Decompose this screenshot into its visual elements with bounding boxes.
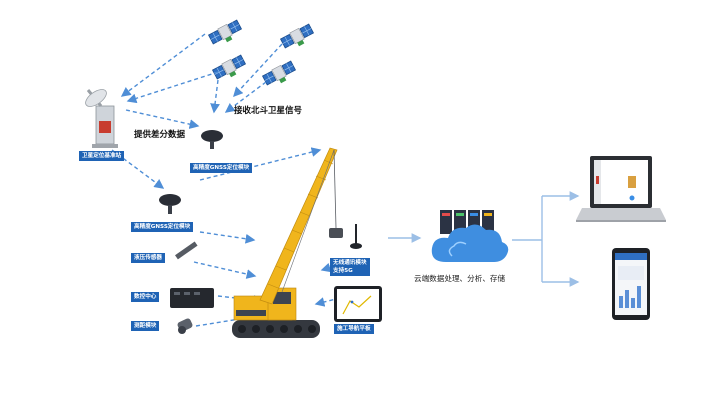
sensor-icon — [175, 241, 198, 260]
gnss-antenna-icon — [159, 194, 181, 214]
label-ranging-module: 测距模块 — [131, 321, 160, 331]
label-gnss-top: 高精度GNSS定位模块 — [190, 163, 253, 173]
tablet-icon — [334, 286, 382, 322]
satellite-icon — [211, 53, 249, 84]
satellite-icon — [279, 22, 317, 53]
satellite-icon — [207, 18, 245, 49]
gnss-antenna-icon — [201, 130, 223, 149]
label-wireless-module: 无线通讯模块 支持5G — [330, 258, 370, 276]
laptop-icon — [576, 156, 666, 222]
label-cloud: 云端数据处理、分析、存储 — [414, 274, 506, 283]
label-nav-tablet: 施工导航平板 — [334, 324, 374, 334]
control-box-icon — [170, 288, 214, 308]
label-gnss-left: 高精度GNSS定位模块 — [131, 222, 194, 232]
label-control-center: 数控中心 — [131, 292, 160, 302]
label-receive-beidou: 接收北斗卫星信号 — [234, 106, 303, 116]
crane-icon — [232, 147, 343, 338]
signal-arrows — [111, 33, 343, 327]
phone-icon — [612, 248, 650, 320]
cloud-icon — [431, 210, 509, 262]
ranging-sensor-icon — [177, 318, 193, 334]
antenna-icon — [350, 224, 362, 249]
label-provide-diff: 提供差分数据 — [134, 130, 186, 140]
label-hydraulic-sensor: 液压传感器 — [131, 253, 165, 263]
base-station-icon — [85, 89, 118, 148]
satellite-icon — [261, 59, 299, 90]
data-flow-arrows — [388, 191, 580, 287]
label-base-station: 卫星定位基准站 — [79, 151, 125, 161]
